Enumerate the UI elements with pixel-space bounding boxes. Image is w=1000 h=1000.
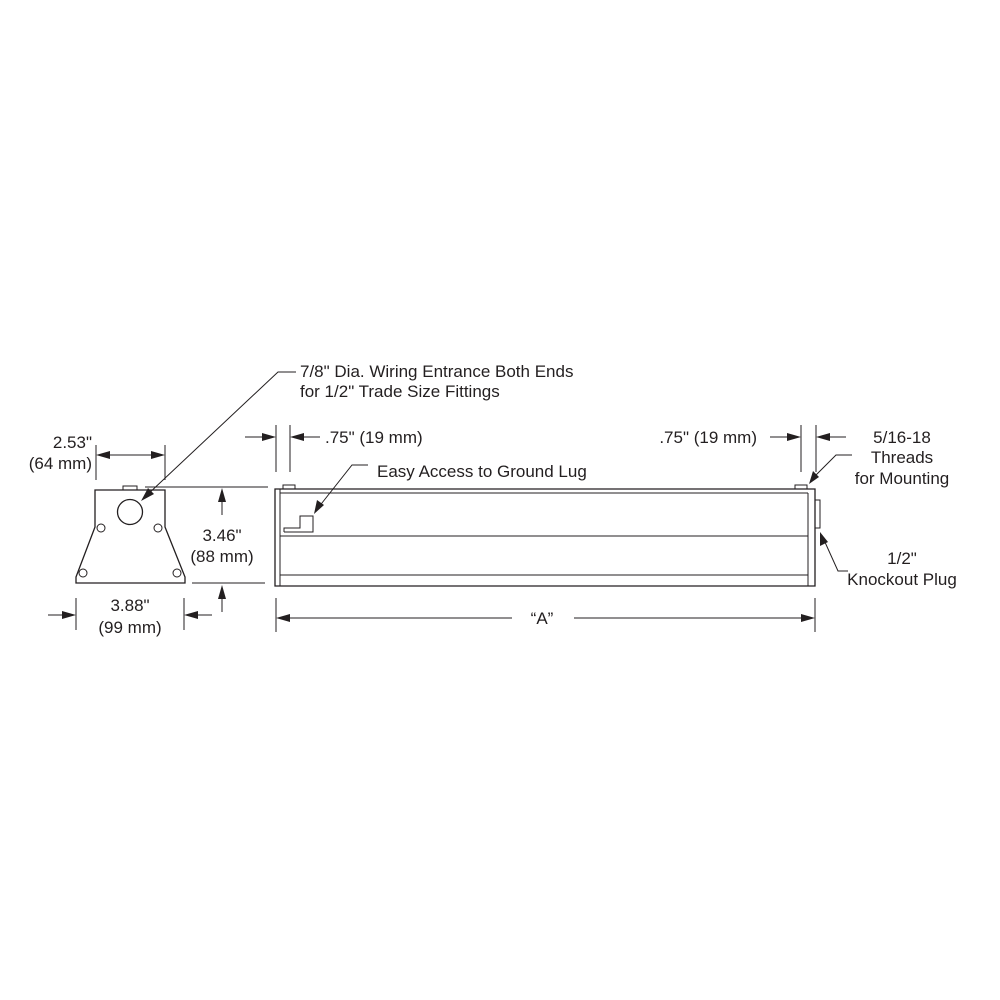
knockout-plug — [814, 499, 821, 529]
arrow-right-icon — [151, 451, 165, 459]
wiring-entrance-hole — [116, 498, 144, 526]
height-dimension: 3.46" (88 mm) — [145, 486, 268, 612]
arrow-left-icon — [816, 433, 830, 441]
mounting-hole — [78, 568, 88, 578]
arrow-right-icon — [62, 611, 76, 619]
left-offset-label: .75" (19 mm) — [325, 428, 423, 447]
height-inches: 3.46" — [202, 526, 241, 545]
end-plate-outline — [75, 489, 186, 584]
arrow-icon — [809, 471, 819, 484]
length-label: “A” — [531, 609, 554, 628]
mounting-hole — [96, 523, 106, 533]
bottom-width-mm: (99 mm) — [98, 618, 161, 637]
wiring-entrance-callout: 7/8" Dia. Wiring Entrance Both Ends for … — [141, 362, 573, 501]
arrow-icon — [820, 532, 828, 546]
top-width-inches: 2.53" — [53, 433, 92, 452]
ground-lug-label: Easy Access to Ground Lug — [377, 462, 587, 481]
arrow-right-icon — [262, 433, 276, 441]
threads-label-line2: Threads — [871, 448, 933, 467]
arrow-right-icon — [801, 614, 815, 622]
end-view — [75, 485, 186, 584]
bottom-width-dimension: 3.88" (99 mm) — [48, 596, 212, 637]
arrow-left-icon — [96, 451, 110, 459]
arrow-left-icon — [290, 433, 304, 441]
bottom-width-inches: 3.88" — [110, 596, 149, 615]
knockout-callout: 1/2" Knockout Plug — [820, 532, 957, 589]
wiring-entrance-label-line2: for 1/2" Trade Size Fittings — [300, 382, 500, 401]
ground-lug-callout: Easy Access to Ground Lug — [314, 462, 587, 514]
top-width-mm: (64 mm) — [29, 454, 92, 473]
side-view — [274, 484, 821, 587]
threads-label-line1: 5/16-18 — [873, 428, 931, 447]
top-width-dimension: 2.53" (64 mm) — [29, 433, 166, 480]
mounting-hole — [153, 523, 163, 533]
knockout-label-line1: 1/2" — [887, 549, 917, 568]
knockout-label-line2: Knockout Plug — [847, 570, 957, 589]
height-mm: (88 mm) — [190, 547, 253, 566]
arrow-left-icon — [184, 611, 198, 619]
arrow-icon — [141, 488, 154, 501]
threads-label-line3: for Mounting — [855, 469, 950, 488]
wiring-entrance-label-line1: 7/8" Dia. Wiring Entrance Both Ends — [300, 362, 573, 381]
arrow-left-icon — [276, 614, 290, 622]
arrow-right-icon — [787, 433, 801, 441]
arrow-up-icon — [218, 488, 226, 502]
right-offset-label: .75" (19 mm) — [659, 428, 757, 447]
threads-callout: 5/16-18 Threads for Mounting — [809, 428, 949, 488]
fixture-housing — [274, 488, 816, 587]
mounting-hole — [172, 568, 182, 578]
ground-lug — [283, 515, 314, 533]
right-offset-dimension: .75" (19 mm) — [659, 425, 846, 472]
length-dimension: “A” — [275, 598, 816, 632]
arrow-icon — [314, 500, 324, 514]
arrow-up-icon — [218, 585, 226, 599]
left-offset-dimension: .75" (19 mm) — [245, 425, 423, 472]
